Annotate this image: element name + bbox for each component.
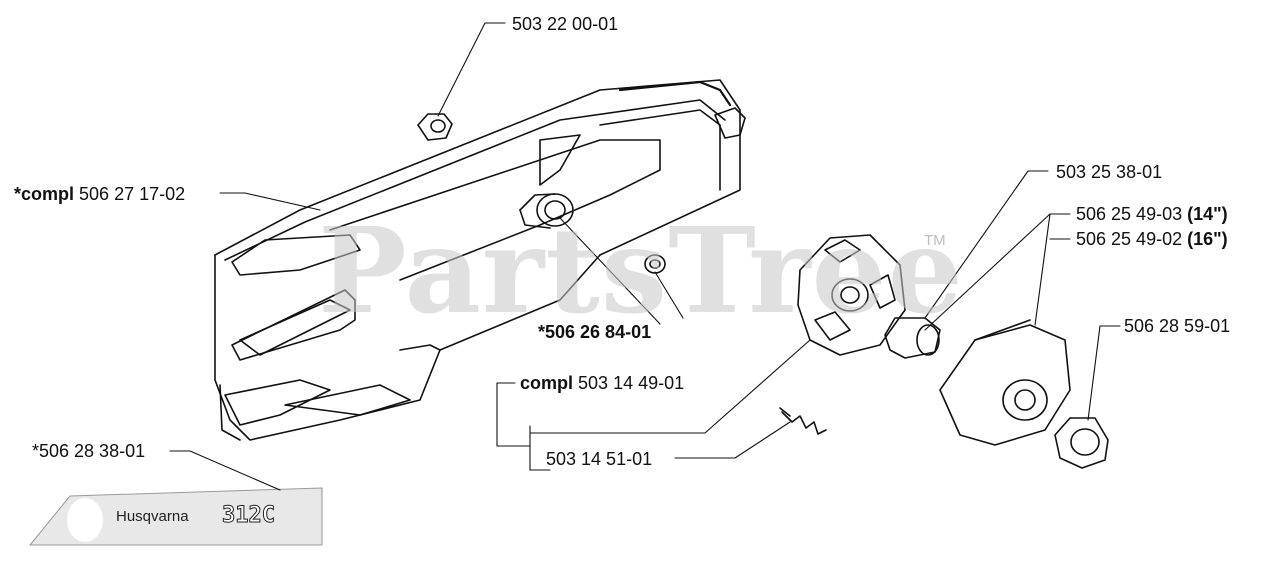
label-drum-16[interactable]: 506 25 49-02 (16") <box>1076 229 1228 249</box>
clutch-drum-part <box>939 319 1071 446</box>
clutch-assembly <box>797 234 906 356</box>
label-clutch-prefix: compl <box>520 373 574 393</box>
label-cover-number: 506 27 17-02 <box>79 184 186 204</box>
label-drum-14[interactable]: 506 25 49-03 (14") <box>1076 204 1228 224</box>
spring-part <box>779 407 827 435</box>
label-drum-16-number: 506 25 49-02 <box>1076 229 1183 249</box>
nut-part <box>417 113 453 141</box>
label-drum-14-size: (14") <box>1187 204 1228 224</box>
label-cover-prefix: *compl <box>14 184 75 204</box>
label-clutch-part[interactable]: 503 14 51-01 <box>546 449 653 469</box>
label-clutch-number: 503 14 49-01 <box>578 373 685 393</box>
spur-sprocket-part <box>1054 417 1109 469</box>
watermark-trademark: TM <box>924 232 946 249</box>
clutch-cover <box>214 79 746 441</box>
label-drum-16-size: (16") <box>1187 229 1228 249</box>
label-washer[interactable]: *506 26 84-01 <box>538 322 652 342</box>
label-drum-14-number: 506 25 49-03 <box>1076 204 1183 224</box>
decal-model: 312C <box>222 503 276 529</box>
decal-part <box>29 487 323 546</box>
watermark: PartsTree <box>318 201 964 340</box>
label-spur[interactable]: 506 28 59-01 <box>1124 316 1231 336</box>
label-nut[interactable]: 503 22 00-01 <box>512 14 619 34</box>
label-bearing[interactable]: 503 25 38-01 <box>1056 162 1163 182</box>
needle-bearing-part <box>884 317 941 359</box>
label-clutch[interactable]: compl 503 14 49-01 <box>520 373 684 393</box>
label-decal[interactable]: *506 28 38-01 <box>32 441 146 461</box>
label-cover[interactable]: *compl 506 27 17-02 <box>14 184 185 204</box>
decal-brand: Husqvarna <box>116 508 189 525</box>
leader-lines <box>169 22 1121 491</box>
